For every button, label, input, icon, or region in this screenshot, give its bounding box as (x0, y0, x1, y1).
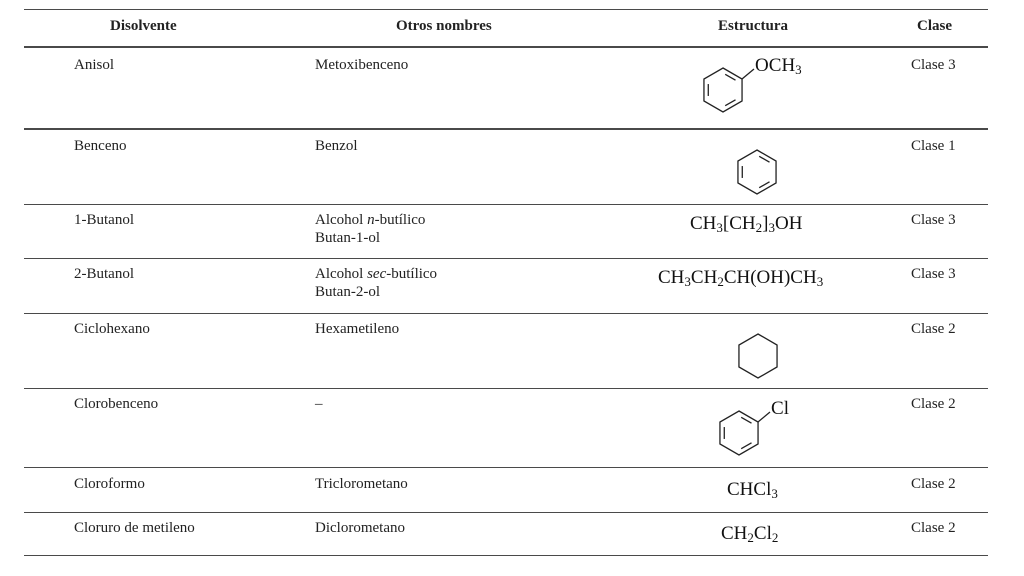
other-name-line: Alcohol sec-butílico (315, 266, 438, 282)
header-rule (24, 46, 988, 48)
header-clase: Clase (917, 18, 952, 34)
row-rule (24, 128, 988, 130)
row-rule (24, 258, 988, 259)
header-otros-nombres: Otros nombres (396, 18, 492, 34)
table-top-rule (24, 9, 988, 10)
cyclohexane-ring-icon (738, 333, 778, 379)
benzene-ring-icon (737, 149, 777, 195)
solvent-name: Ciclohexano (74, 321, 150, 337)
class-label: Clase 2 (911, 520, 956, 536)
solvent-name: Benceno (74, 138, 127, 154)
other-name-line: Benzol (315, 138, 358, 154)
other-name-line: Metoxibenceno (315, 57, 409, 73)
other-name-line: Hexametileno (315, 321, 400, 337)
chemical-formula: CH2Cl2 (721, 523, 779, 545)
other-name-line: Alcohol n-butílico (315, 212, 426, 228)
other-names: Benzol (315, 137, 358, 155)
row-rule (24, 512, 988, 513)
class-label: Clase 3 (911, 266, 956, 282)
class-label: Clase 3 (911, 212, 956, 228)
class-label: Clase 3 (911, 57, 956, 73)
other-name-line: Butan-1-ol (315, 230, 380, 246)
other-name-line: Butan-2-ol (315, 284, 380, 300)
substituent-label: OCH3 (755, 55, 802, 77)
solvent-name: 2-Butanol (74, 266, 134, 282)
row-rule (24, 204, 988, 205)
solvent-name: Clorobenceno (74, 396, 159, 412)
class-label: Clase 2 (911, 396, 956, 412)
other-names: – (315, 395, 323, 413)
solvent-name: Cloroformo (74, 476, 145, 492)
other-names: Triclorometano (315, 475, 408, 493)
chemical-formula: CHCl3 (727, 479, 778, 501)
class-label: Clase 1 (911, 138, 956, 154)
solvent-name: 1-Butanol (74, 212, 134, 228)
chemical-formula: CH3[CH2]3OH (690, 213, 803, 235)
other-names: Diclorometano (315, 519, 405, 537)
header-disolvente: Disolvente (110, 18, 177, 34)
other-name-line: Diclorometano (315, 520, 405, 536)
row-rule (24, 388, 988, 389)
solvent-name: Cloruro de metileno (74, 520, 195, 536)
other-names: Metoxibenceno (315, 56, 408, 74)
header-estructura: Estructura (718, 18, 788, 34)
other-name-line: – (315, 396, 323, 412)
substituent-bond-icon (741, 68, 755, 80)
row-rule (24, 313, 988, 314)
row-rule (24, 467, 988, 468)
row-rule (24, 555, 988, 556)
substituent-bond-icon (757, 411, 771, 423)
class-label: Clase 2 (911, 476, 956, 492)
chemical-formula: CH3CH2CH(OH)CH3 (658, 267, 824, 289)
substituent-label: Cl (771, 398, 789, 419)
other-names: Hexametileno (315, 320, 399, 338)
other-name-line: Triclorometano (315, 476, 408, 492)
solvent-name: Anisol (74, 57, 115, 73)
class-label: Clase 2 (911, 321, 956, 337)
